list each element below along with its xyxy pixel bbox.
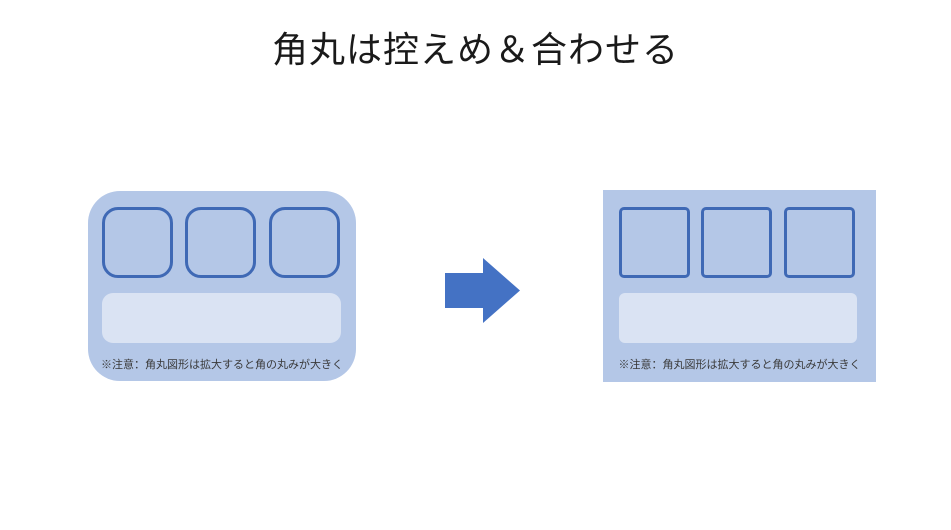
right-arrow-icon — [445, 258, 520, 323]
placeholder-bar — [102, 293, 341, 343]
square-tile — [784, 207, 855, 278]
panel-caption: ※注意：角丸図形は拡大すると角の丸みが大きく — [101, 359, 343, 371]
panel-caption: ※注意：角丸図形は拡大すると角の丸みが大きく — [618, 359, 861, 371]
square-tile — [619, 207, 690, 278]
rounded-tile — [269, 207, 340, 278]
slide-title: 角丸は控えめ＆合わせる — [271, 29, 679, 70]
square-tile — [701, 207, 772, 278]
rounded-tile — [102, 207, 173, 278]
placeholder-bar — [619, 293, 857, 343]
rounded-tile — [185, 207, 256, 278]
after-panel: ※注意：角丸図形は拡大すると角の丸みが大きく — [603, 190, 876, 382]
before-panel: ※注意：角丸図形は拡大すると角の丸みが大きく — [88, 191, 356, 381]
